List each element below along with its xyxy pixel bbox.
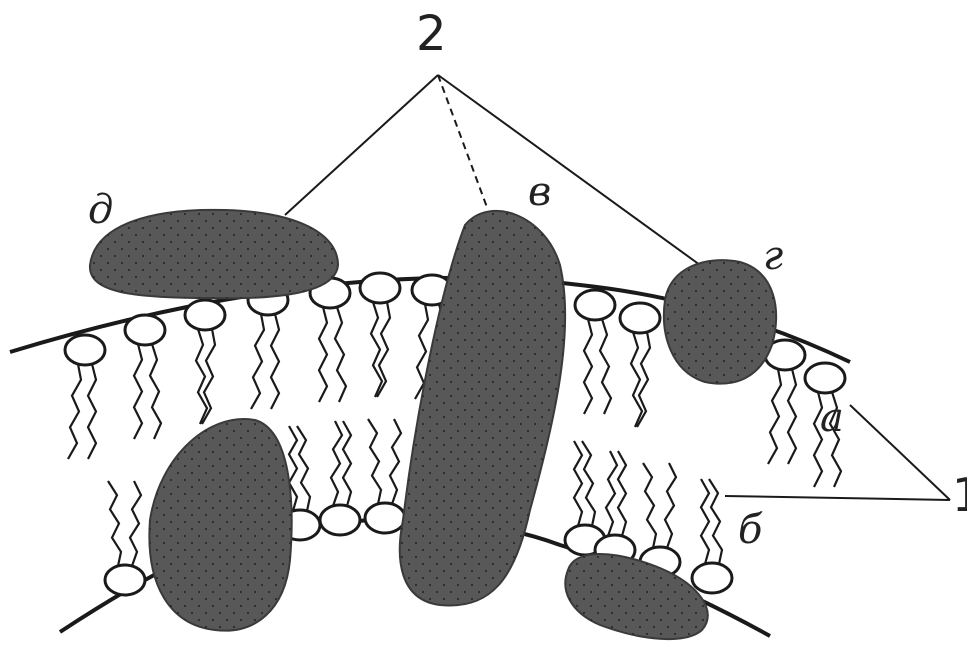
lipid-head bbox=[105, 565, 145, 595]
lipid-tail bbox=[343, 421, 351, 506]
lipid-head bbox=[360, 273, 400, 303]
lipid-head bbox=[320, 505, 360, 535]
lipid-tail bbox=[371, 302, 382, 397]
lipid-tail bbox=[271, 314, 279, 409]
pointer-2-to-d bbox=[285, 75, 438, 215]
lipid-head bbox=[65, 335, 105, 365]
lipid-tail bbox=[584, 319, 592, 414]
lipid-head bbox=[365, 503, 405, 533]
lipid-tail bbox=[701, 479, 709, 564]
lipid-tail bbox=[319, 307, 327, 402]
lipid-tail bbox=[788, 369, 796, 464]
lipid-tail bbox=[297, 426, 310, 511]
label-1: 1 bbox=[952, 472, 967, 518]
pointer-2-to-v bbox=[438, 75, 488, 210]
protein-g-semi-integral bbox=[664, 260, 776, 383]
lipid-tail bbox=[390, 419, 401, 504]
lipid-head bbox=[575, 290, 615, 320]
label-g: г bbox=[763, 236, 783, 276]
label-a: а bbox=[820, 398, 844, 438]
lipid-tail bbox=[134, 344, 142, 439]
lipid-head bbox=[185, 300, 225, 330]
lipid-head bbox=[805, 363, 845, 393]
lipid-tail bbox=[606, 451, 617, 536]
lipid-tail bbox=[331, 421, 342, 506]
label-d: д bbox=[88, 190, 113, 230]
lipid-head bbox=[692, 563, 732, 593]
label-v: в bbox=[528, 172, 551, 212]
lipid-tail bbox=[251, 314, 264, 409]
label-2: 2 bbox=[416, 10, 447, 58]
lipid-tail bbox=[130, 481, 141, 566]
lipid-tail bbox=[582, 441, 595, 526]
lipid-tail bbox=[631, 332, 642, 427]
lipid-tail bbox=[768, 369, 781, 464]
protein-inner-right bbox=[565, 554, 707, 639]
lipid-tail bbox=[643, 463, 656, 548]
lipid-tail bbox=[368, 419, 381, 504]
lipid-tail bbox=[196, 329, 207, 424]
lipid-head bbox=[125, 315, 165, 345]
protein-d-peripheral bbox=[90, 210, 338, 298]
lipid-tail bbox=[68, 364, 81, 459]
lipid-tail bbox=[88, 364, 96, 459]
pointer-1-to-a bbox=[850, 405, 950, 500]
pointer-1-to-b bbox=[725, 496, 950, 500]
protein-inner-left bbox=[149, 419, 291, 631]
lipid-tail bbox=[665, 463, 676, 548]
lipid-tail bbox=[335, 307, 346, 402]
lipid-tail bbox=[108, 481, 121, 566]
lipid-head bbox=[620, 303, 660, 333]
label-b: б bbox=[738, 510, 762, 550]
lipid-tail bbox=[709, 479, 722, 564]
lipid-tail bbox=[618, 451, 626, 536]
protein-v-transmembrane bbox=[400, 211, 565, 606]
lipid-tail bbox=[600, 319, 611, 414]
lipid-tail bbox=[150, 344, 161, 439]
lipid-tail bbox=[574, 441, 582, 526]
